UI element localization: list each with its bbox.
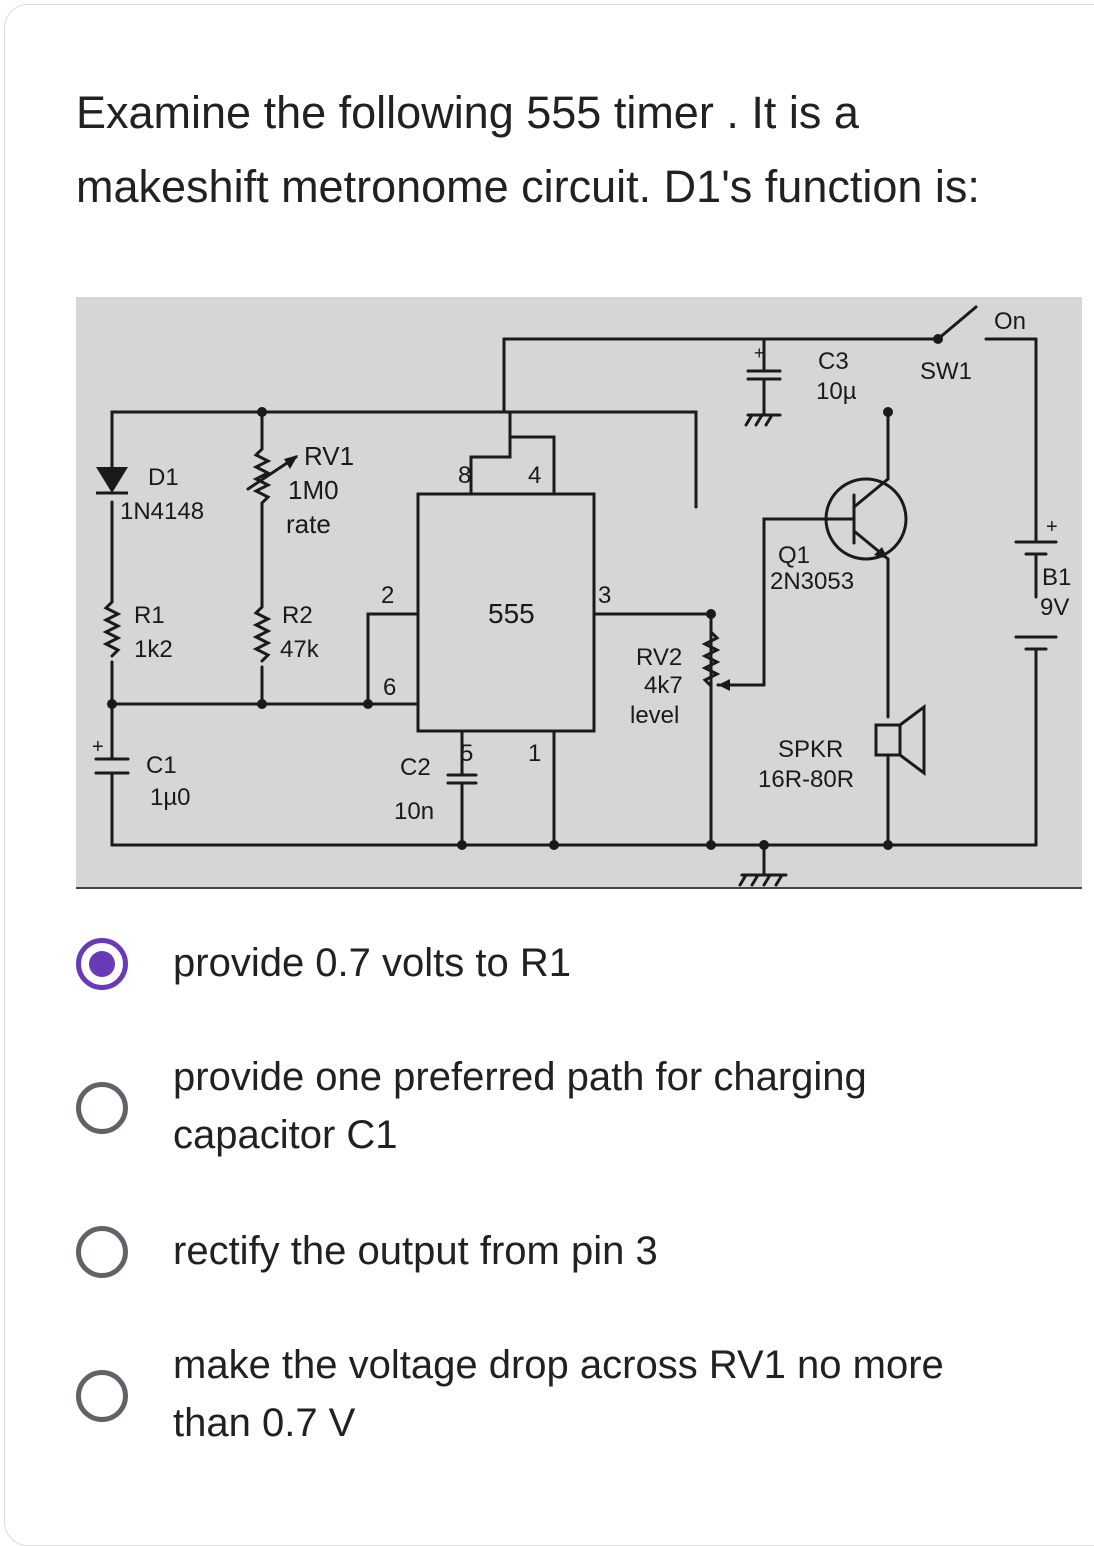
ic-label: 555 (488, 598, 535, 629)
rv2-value: 4k7 (644, 672, 683, 699)
rv1-desc: rate (286, 509, 331, 539)
question-line-1: Examine the following 555 timer . It is … (76, 87, 859, 138)
pin8-label: 8 (458, 462, 471, 489)
b1-plus: + (1046, 516, 1058, 538)
sw1-state: On (994, 308, 1026, 335)
pin3-label: 3 (598, 582, 611, 609)
pin1-label: 1 (528, 740, 541, 767)
c2-value: 10n (394, 798, 434, 825)
d1-diode (96, 467, 128, 493)
wire-top-rail (110, 410, 698, 509)
radio-button[interactable] (76, 1370, 128, 1422)
option-3-line-1: rectify the output from pin 3 (173, 1229, 658, 1273)
c3-plus: + (754, 343, 765, 363)
rv2-desc: level (630, 702, 679, 729)
spkr-label: SPKR (778, 736, 843, 763)
r1-label: R1 (134, 602, 165, 629)
c3-value: 10µ (816, 378, 857, 405)
b1-value: 9V (1040, 594, 1069, 621)
c1-value: 1µ0 (150, 784, 191, 811)
sw1-label: SW1 (920, 358, 972, 385)
option-1-line-1: provide 0.7 volts to R1 (173, 941, 571, 985)
radio-dot-icon (89, 951, 115, 977)
b1-label: B1 (1042, 564, 1071, 591)
c1-label: C1 (146, 752, 177, 779)
q1-label: Q1 (778, 542, 810, 569)
c2-label: C2 (400, 754, 431, 781)
diagram-background (76, 297, 1082, 887)
pin5-label: 5 (460, 740, 473, 767)
d1-label: D1 (148, 464, 179, 491)
r2-value: 47k (280, 636, 320, 663)
c1-plus: + (92, 736, 104, 758)
rv2-label: RV2 (636, 644, 682, 671)
radio-button[interactable] (76, 1226, 128, 1278)
option-1-label: provide 0.7 volts to R1 (173, 934, 1053, 992)
pin6-label: 6 (383, 674, 396, 701)
r2-resistor (252, 605, 272, 663)
option-3-label: rectify the output from pin 3 (173, 1222, 1053, 1280)
question-line-2: makeshift metronome circuit. D1's functi… (76, 161, 980, 212)
r1-value: 1k2 (134, 636, 173, 663)
radio-button[interactable] (76, 1082, 128, 1134)
option-2-line-1: provide one preferred path for charging (173, 1055, 867, 1099)
option-1[interactable]: provide 0.7 volts to R1 (76, 934, 1076, 994)
option-4-line-1: make the voltage drop across RV1 no more (173, 1343, 944, 1387)
q1-part: 2N3053 (770, 568, 854, 595)
rv2-pot (701, 630, 721, 688)
option-4-label: make the voltage drop across RV1 no more… (173, 1336, 1053, 1452)
option-2[interactable]: provide one preferred path for charging … (76, 1048, 1076, 1168)
option-2-label: provide one preferred path for charging … (173, 1048, 1053, 1164)
option-4[interactable]: make the voltage drop across RV1 no more… (76, 1336, 1076, 1456)
pin4-label: 4 (528, 462, 541, 489)
circuit-diagram: D1 1N4148 RV1 1M0 rate R1 1k2 R2 47k + C… (76, 297, 1082, 890)
spkr-value: 16R-80R (758, 766, 854, 793)
radio-button-selected[interactable] (76, 938, 128, 990)
question-text: Examine the following 555 timer . It is … (76, 76, 1076, 224)
rv1-value: 1M0 (288, 475, 339, 505)
d1-part: 1N4148 (120, 498, 204, 525)
option-2-line-2: capacitor C1 (173, 1113, 398, 1157)
r2-label: R2 (282, 602, 313, 629)
option-3[interactable]: rectify the output from pin 3 (76, 1222, 1076, 1282)
option-4-line-2: than 0.7 V (173, 1401, 356, 1445)
pin2-label: 2 (381, 582, 394, 609)
c3-label: C3 (818, 348, 849, 375)
r1-resistor (102, 600, 122, 658)
rv1-label: RV1 (304, 441, 354, 471)
rv1-pot (252, 447, 272, 505)
